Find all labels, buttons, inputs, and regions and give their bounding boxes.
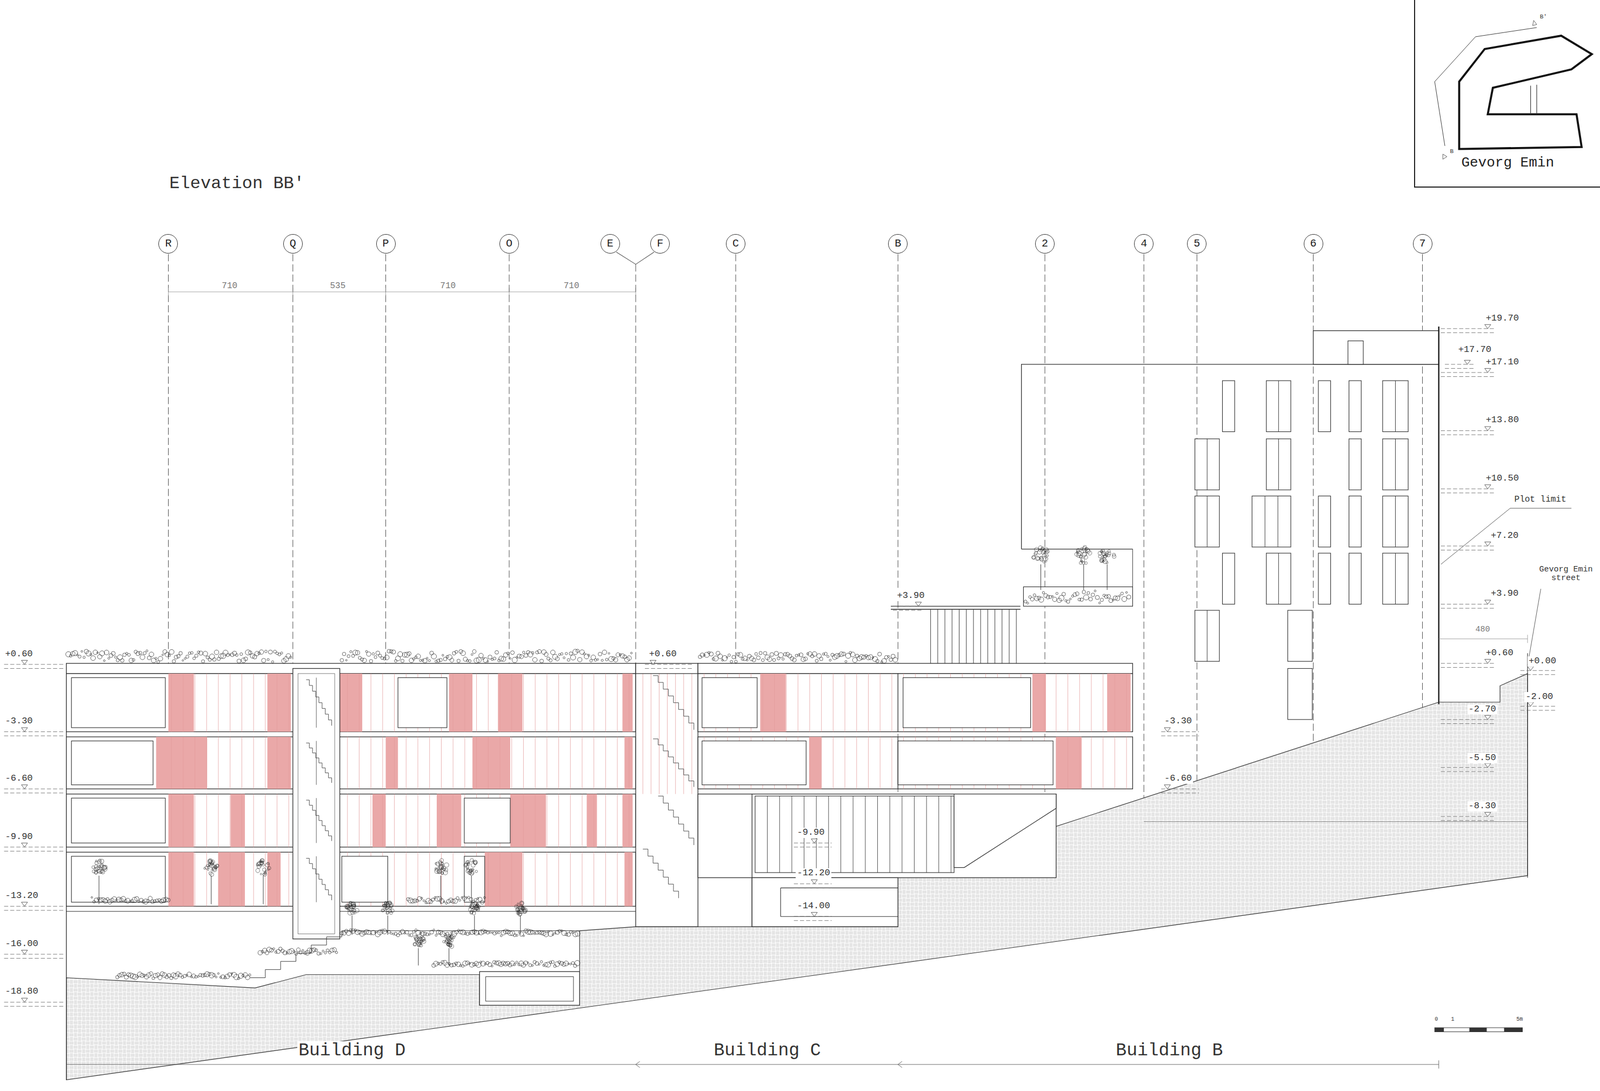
node-text: 4 bbox=[1140, 237, 1148, 250]
level-mark: +0.00 bbox=[1527, 656, 1558, 667]
level-mark: -6.60 bbox=[4, 773, 35, 784]
grid-bubble: 6 bbox=[1303, 234, 1324, 254]
section-mark: B' bbox=[1538, 13, 1549, 20]
node-text: P bbox=[382, 237, 390, 250]
key-plan-shape bbox=[1434, 20, 1592, 160]
section-mark: B bbox=[1449, 148, 1456, 155]
building-name: Building B bbox=[1114, 1041, 1224, 1061]
level-mark: -16.00 bbox=[4, 938, 40, 950]
level-mark: -8.30 bbox=[1467, 801, 1498, 812]
grid-bubble: F bbox=[650, 234, 670, 254]
node-text: Q bbox=[289, 237, 297, 250]
node-text: O bbox=[505, 237, 513, 250]
building-b bbox=[890, 326, 1572, 878]
building-name: Building D bbox=[297, 1041, 407, 1061]
grid-bubble: 2 bbox=[1035, 234, 1055, 254]
level-mark: +0.60 bbox=[4, 649, 35, 660]
grid-bubble: E bbox=[600, 234, 620, 254]
drawing-title: Elevation BB' bbox=[169, 173, 305, 194]
level-mark: +3.90 bbox=[1489, 588, 1520, 599]
level-mark: -9.90 bbox=[795, 827, 826, 838]
level-mark: +0.60 bbox=[1484, 648, 1515, 659]
level-mark: -18.80 bbox=[4, 986, 40, 997]
level-mark: -2.70 bbox=[1467, 704, 1498, 715]
dimension-text: 710 bbox=[438, 281, 457, 292]
grid-bubble: R bbox=[158, 234, 178, 254]
node-text: 7 bbox=[1419, 237, 1426, 250]
level-mark: -12.20 bbox=[795, 868, 831, 879]
node-text: Gevorg Emin bbox=[1461, 155, 1555, 171]
scale-text: 1 bbox=[1450, 1016, 1456, 1023]
level-mark: +17.70 bbox=[1457, 344, 1493, 356]
level-mark: +7.20 bbox=[1489, 530, 1520, 542]
level-mark: +3.90 bbox=[895, 590, 926, 602]
level-mark: -2.00 bbox=[1524, 691, 1555, 703]
node-text: C bbox=[732, 237, 739, 250]
grid-bubble: Q bbox=[283, 234, 303, 254]
grid-bubble: 7 bbox=[1412, 234, 1433, 254]
node-text: 5 bbox=[1193, 237, 1200, 250]
street-name: Gevorg Emin street bbox=[1536, 565, 1596, 584]
scale-text: 0 bbox=[1433, 1016, 1439, 1023]
level-mark: +10.50 bbox=[1484, 473, 1520, 484]
building-d bbox=[65, 649, 636, 1006]
building-name: Building C bbox=[712, 1041, 823, 1061]
grid-bubble: 4 bbox=[1134, 234, 1154, 254]
grid-bubble: B bbox=[888, 234, 908, 254]
grid-bubble: P bbox=[376, 234, 396, 254]
level-mark: -5.50 bbox=[1467, 752, 1498, 764]
plot-limit-note: Plot limit bbox=[1513, 495, 1568, 505]
level-mark: +13.80 bbox=[1484, 415, 1520, 426]
node-text: 6 bbox=[1310, 237, 1317, 250]
level-mark: -3.30 bbox=[4, 716, 35, 727]
building-c bbox=[635, 651, 1133, 928]
grid-bubble: 5 bbox=[1187, 234, 1207, 254]
level-markers bbox=[4, 324, 1557, 1006]
level-mark: +19.70 bbox=[1484, 313, 1520, 324]
dimension-text: 710 bbox=[562, 281, 581, 292]
dimension-text: 710 bbox=[220, 281, 239, 292]
node-text: F bbox=[656, 237, 664, 250]
grid-bubble: C bbox=[725, 234, 746, 254]
grid-bubble: O bbox=[499, 234, 519, 254]
level-mark: -6.60 bbox=[1163, 773, 1193, 784]
node-text: R bbox=[164, 237, 172, 250]
dimension-text: 535 bbox=[328, 281, 347, 292]
dimension-text: 480 bbox=[1474, 625, 1491, 635]
level-mark: +0.60 bbox=[648, 649, 678, 660]
level-mark: -9.90 bbox=[4, 831, 35, 843]
node-text: E bbox=[607, 237, 614, 250]
node-text: 2 bbox=[1041, 237, 1049, 250]
ground-hatch bbox=[66, 663, 1528, 1080]
dimension-lines bbox=[66, 1027, 1523, 1069]
key-plan: Gevorg Emin bbox=[1414, 0, 1600, 188]
node-text: B bbox=[894, 237, 902, 250]
level-mark: -14.00 bbox=[795, 901, 831, 912]
level-mark: -13.20 bbox=[4, 890, 40, 902]
level-mark: +17.10 bbox=[1484, 357, 1520, 368]
level-mark: -3.30 bbox=[1163, 716, 1193, 727]
scale-text: 5m bbox=[1515, 1016, 1524, 1023]
